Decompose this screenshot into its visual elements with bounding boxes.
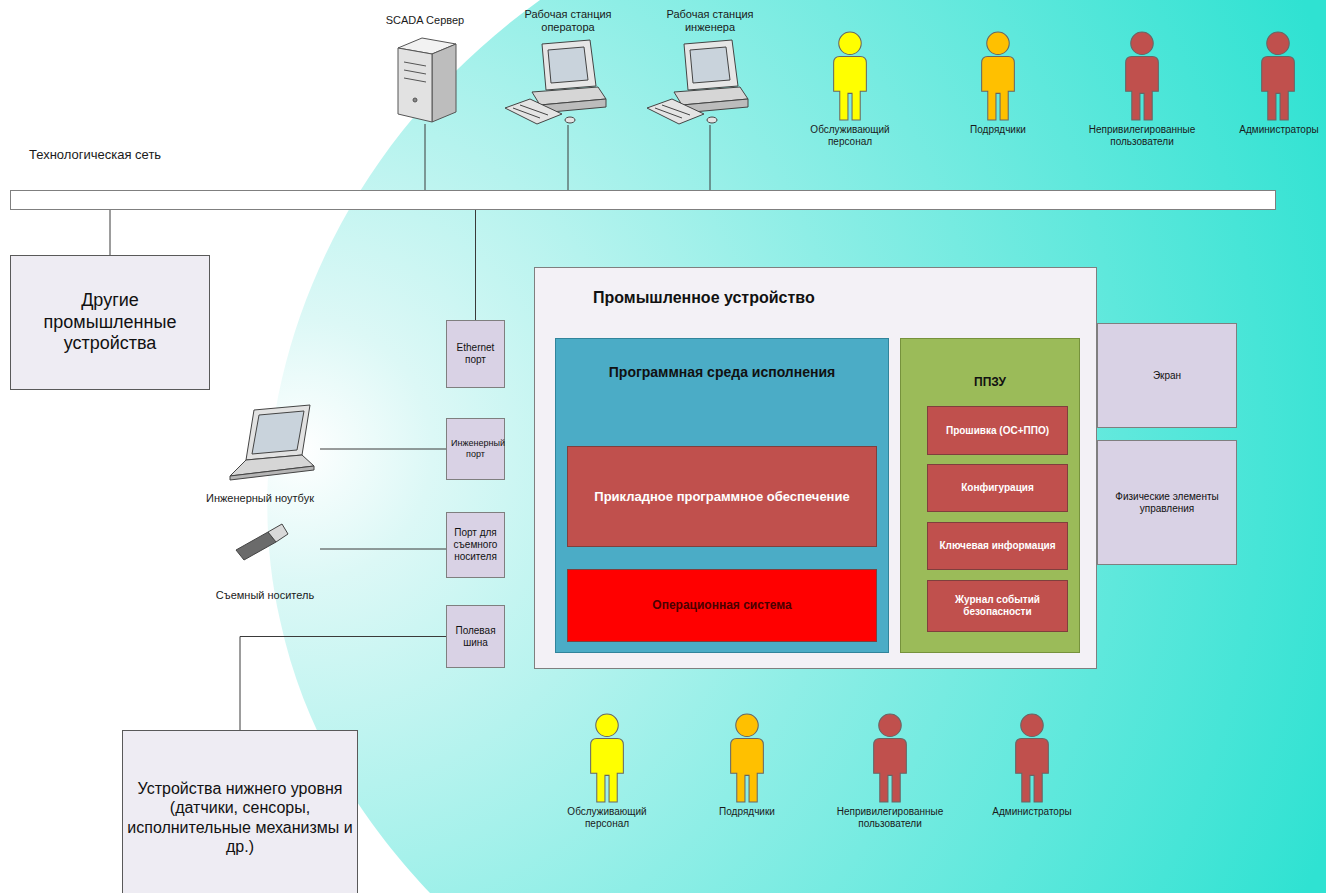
usb-label: Съемный носитель: [216, 589, 314, 602]
actor-label: Обслуживающий персонал: [790, 124, 910, 148]
connector-line: [320, 449, 446, 450]
person-figure: [982, 32, 1015, 120]
network-bus: Технологическая сеть: [10, 190, 1276, 210]
memory-title: ППЗУ: [974, 375, 1006, 389]
laptop-node: Инженерный ноутбук: [200, 403, 320, 505]
software-box: Прикладное программное обеспечение: [567, 446, 877, 547]
port-label: Инженерный порт: [451, 438, 500, 460]
device-label: Другие промышленные устройства: [15, 290, 205, 355]
runtime-box: Программная среда исполненияПрикладное п…: [555, 338, 889, 653]
workstation-node: Рабочая станция инженера: [655, 8, 765, 125]
actor-label: Непривилегированные пользователи: [830, 806, 950, 830]
background-swoosh: [267, 0, 1326, 893]
actor-label: Непривилегированные пользователи: [1082, 124, 1202, 148]
port-box: Инженерный порт: [446, 418, 505, 480]
port-label: Полевая шина: [451, 625, 500, 649]
workstation-icon: [647, 40, 748, 124]
person-figure: [874, 714, 907, 802]
connector-line: [425, 124, 426, 190]
connector-line: [475, 210, 476, 320]
person-figure: [1126, 32, 1159, 120]
actor-label: Администраторы: [1236, 124, 1322, 136]
usb-stick-icon: [236, 524, 288, 560]
workstation-label: Рабочая станция инженера: [659, 8, 761, 34]
memory-item-box: Ключевая информация: [927, 522, 1068, 570]
memory-item-label: Прошивка (ОС+ППО): [946, 425, 1049, 437]
field-devices-box: Устройства нижнего уровня (датчики, сенс…: [122, 730, 358, 893]
housing-title: Промышленное устройство: [593, 288, 815, 307]
memory-item-label: Ключевая информация: [939, 540, 1055, 552]
device-box: Другие промышленные устройства: [10, 255, 210, 390]
laptop-icon: [230, 405, 314, 480]
port-label: Порт для съемного носителя: [451, 527, 500, 563]
workstation-label: Рабочая станция оператора: [517, 8, 619, 34]
memory-item-box: Конфигурация: [927, 464, 1068, 512]
laptop-label: Инженерный ноутбук: [206, 492, 314, 505]
network-label: Технологическая сеть: [29, 147, 161, 163]
person-figure: [591, 714, 624, 802]
workstation-node: Рабочая станция оператора: [513, 8, 623, 125]
memory-item-label: Журнал событий безопасности: [932, 594, 1063, 618]
port-box: Ethernet порт: [446, 320, 505, 388]
connector-line: [110, 210, 111, 255]
memory-item-label: Конфигурация: [961, 482, 1034, 494]
usb-node: Съемный носитель: [210, 520, 320, 602]
server-node: SCADA Сервер: [380, 14, 470, 124]
port-box: Порт для съемного носителя: [446, 512, 505, 578]
field-devices-label: Устройства нижнего уровня (датчики, сенс…: [127, 779, 353, 856]
runtime-title: Программная среда исполнения: [609, 364, 835, 381]
person-figure: [834, 32, 867, 120]
actor-label: Администраторы: [982, 806, 1082, 818]
connector-line: [240, 637, 446, 731]
device-housing: Промышленное устройствоПрограммная среда…: [534, 267, 1097, 669]
software-label: Прикладное программное обеспечение: [594, 489, 849, 505]
port-label: Ethernet порт: [451, 342, 500, 366]
memory-box: ППЗУ Прошивка (ОС+ППО) КонфигурацияКлючева…: [900, 338, 1080, 653]
port-box: Полевая шина: [446, 605, 505, 668]
person-figure: [1262, 32, 1295, 120]
memory-item-box: Прошивка (ОС+ППО): [927, 406, 1068, 455]
controls-label: Физические элементы управления: [1102, 491, 1232, 515]
os-label: Операционная система: [652, 598, 791, 612]
person-figure: [1016, 714, 1049, 802]
connector-line: [568, 125, 569, 190]
screen-box: Экран: [1097, 323, 1237, 428]
workstation-icon: [505, 40, 606, 124]
actor-label: Подрядчики: [697, 806, 797, 818]
connector-line: [320, 549, 446, 550]
screen-label: Экран: [1153, 370, 1181, 382]
person-figure: [731, 714, 764, 802]
actor-label: Подрядчики: [948, 124, 1048, 136]
controls-box: Физические элементы управления: [1097, 440, 1237, 565]
server-label: SCADA Сервер: [386, 14, 464, 27]
os-box: Операционная система: [567, 569, 877, 642]
connector-line: [710, 125, 711, 190]
actor-label: Обслуживающий персонал: [547, 806, 667, 830]
memory-item-box: Журнал событий безопасности: [927, 580, 1068, 632]
server-icon: [398, 38, 456, 122]
